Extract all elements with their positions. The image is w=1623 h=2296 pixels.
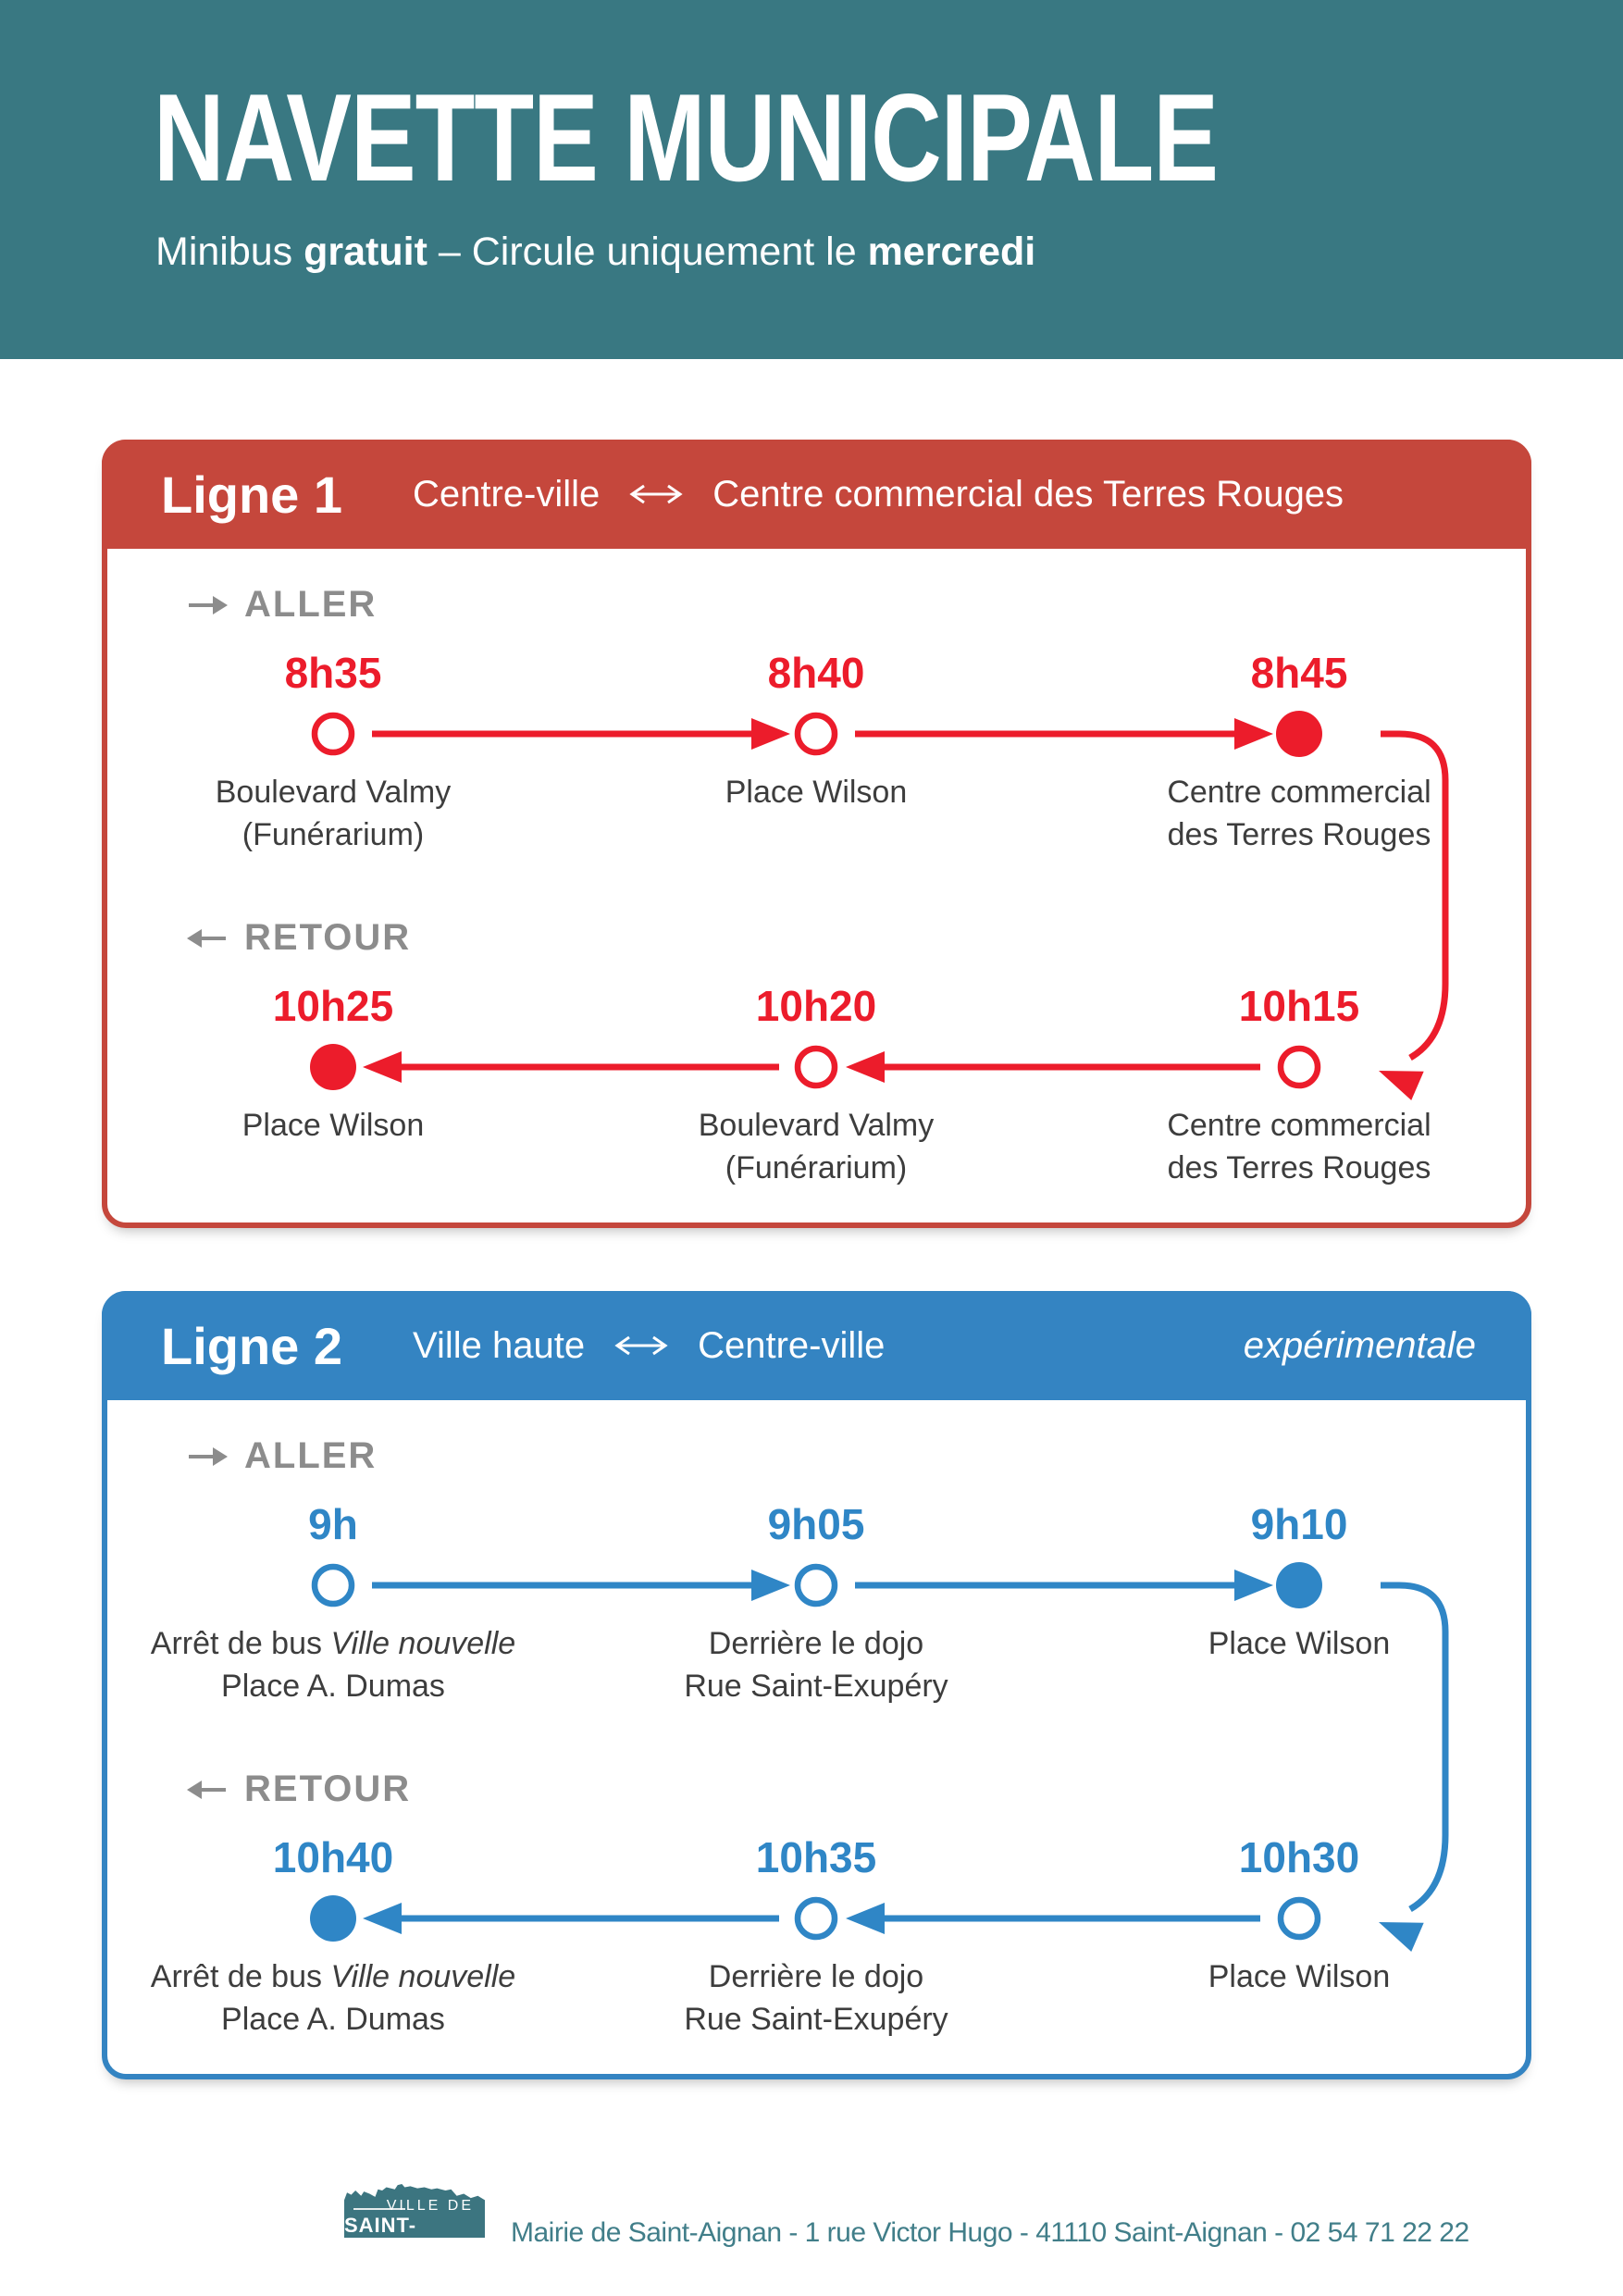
right-arrow-icon — [189, 595, 228, 614]
stop-circle — [1277, 1896, 1321, 1941]
terminus-circle — [310, 1044, 356, 1090]
double-arrow-icon — [629, 484, 683, 504]
line1-retour-label: RETOUR — [185, 917, 411, 959]
subtitle-bold-gratuit: gratuit — [304, 230, 427, 274]
time-label: 8h35 — [284, 649, 382, 697]
right-arrow-icon — [189, 1446, 228, 1466]
time-label: 10h15 — [1238, 982, 1360, 1030]
line1-card: Ligne 1 Centre-ville Centre commercial d… — [102, 440, 1531, 1228]
line2-title: Ligne 2 — [161, 1316, 343, 1375]
logo-rule — [353, 2208, 405, 2210]
line1-route-diagram — [310, 711, 1449, 1100]
time-label: 9h05 — [767, 1500, 865, 1548]
direction-text: RETOUR — [244, 917, 412, 958]
stop-circle — [311, 712, 355, 756]
route-to: Centre commercial des Terres Rouges — [712, 473, 1344, 515]
time-label: 10h35 — [755, 1833, 877, 1881]
page-title: NAVETTE MUNICIPALE — [154, 68, 1219, 208]
line2-aller-label: ALLER — [185, 1435, 377, 1477]
line2-retour-label: RETOUR — [185, 1769, 411, 1810]
subtitle-bold-mercredi: mercredi — [867, 230, 1036, 274]
terminus-circle — [1276, 711, 1322, 757]
direction-text: RETOUR — [244, 1769, 412, 1809]
time-label: 10h25 — [272, 982, 394, 1030]
time-label: 9h — [308, 1500, 358, 1548]
time-label: 10h20 — [755, 982, 877, 1030]
line1-title: Ligne 1 — [161, 465, 343, 524]
stop-circle — [794, 712, 838, 756]
time-label: 10h30 — [1238, 1833, 1360, 1881]
logo-saint-aignan: SAINT-AIGNAN — [344, 2214, 430, 2261]
time-label: 9h10 — [1250, 1500, 1348, 1548]
hero-banner: NAVETTE MUNICIPALE Minibus gratuit – Cir… — [0, 0, 1623, 359]
left-arrow-icon — [187, 928, 226, 948]
stop-name: Place Wilson — [1208, 1959, 1391, 1994]
left-arrow-icon — [187, 1780, 226, 1799]
terminus-circle — [310, 1895, 356, 1942]
stop-name: Place Wilson — [725, 775, 908, 810]
route-to: Centre-ville — [698, 1324, 886, 1366]
subtitle-text: Minibus — [155, 230, 304, 274]
line2-route: Ville haute Centre-ville — [413, 1325, 885, 1367]
stop-circle — [794, 1896, 838, 1941]
stop-circle — [794, 1045, 838, 1089]
time-label: 8h45 — [1250, 649, 1348, 697]
line2-route-diagram — [310, 1562, 1449, 1952]
line2-tag: expérimentale — [1243, 1324, 1476, 1366]
stop-circle — [311, 1563, 355, 1607]
time-label: 10h40 — [272, 1833, 394, 1881]
route-from: Centre-ville — [413, 473, 601, 515]
stop-circle — [794, 1563, 838, 1607]
logo-ville-de: VILLE DE — [386, 2198, 474, 2214]
terminus-circle — [1276, 1562, 1322, 1608]
time-label: 8h40 — [767, 649, 865, 697]
line2-card: Ligne 2 Ville haute Centre-ville expérim… — [102, 1291, 1531, 2079]
stop-circle — [1277, 1045, 1321, 1089]
city-logo: VILLE DE SAINT-AIGNAN — [344, 2184, 485, 2238]
stop-name: Boulevard Valmy(Funérarium) — [698, 1108, 935, 1185]
line1-header-band: Ligne 1 Centre-ville Centre commercial d… — [102, 440, 1531, 549]
direction-text: ALLER — [244, 584, 378, 625]
line1-aller-label: ALLER — [185, 584, 377, 626]
stop-name: Place Wilson — [242, 1108, 425, 1143]
double-arrow-icon — [614, 1335, 668, 1356]
page-subtitle: Minibus gratuit – Circule uniquement le … — [155, 230, 1035, 275]
route-from: Ville haute — [413, 1324, 586, 1366]
footer-address: Mairie de Saint-Aignan - 1 rue Victor Hu… — [511, 2217, 1469, 2248]
line1-route: Centre-ville Centre commercial des Terre… — [413, 474, 1344, 515]
stop-name: Place Wilson — [1208, 1626, 1391, 1661]
subtitle-text: – Circule uniquement le — [427, 230, 868, 274]
direction-text: ALLER — [244, 1435, 378, 1476]
stop-name: Boulevard Valmy(Funérarium) — [215, 775, 452, 852]
line2-header-band: Ligne 2 Ville haute Centre-ville expérim… — [102, 1291, 1531, 1400]
